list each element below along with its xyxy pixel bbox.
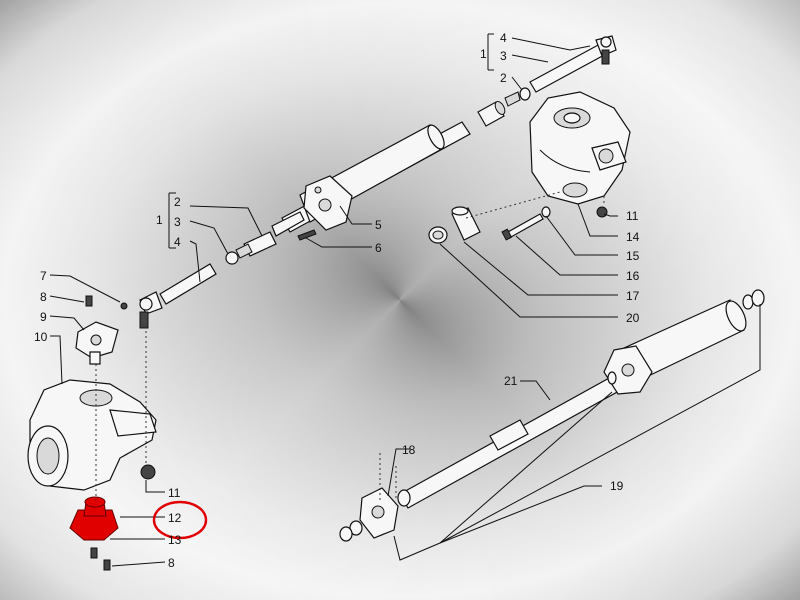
label-11b: 11 xyxy=(168,486,181,500)
label-17: 17 xyxy=(626,289,640,303)
label-top-2: 2 xyxy=(500,71,507,85)
label-15: 15 xyxy=(626,249,640,263)
alignment-dashes xyxy=(95,191,605,500)
label-top-4: 4 xyxy=(500,31,507,45)
label-left-4: 4 xyxy=(174,235,181,249)
label-13: 13 xyxy=(168,533,182,547)
bolt-and-washer[interactable] xyxy=(501,206,551,241)
label-16: 16 xyxy=(626,269,640,283)
left-steering-knuckle[interactable] xyxy=(27,295,157,491)
label-7: 7 xyxy=(40,269,47,283)
left-tie-rod[interactable] xyxy=(120,229,317,329)
label-20: 20 xyxy=(626,311,640,325)
label-18: 18 xyxy=(402,443,416,457)
label-11a: 11 xyxy=(626,209,639,223)
label-10: 10 xyxy=(34,330,48,344)
label-top-1: 1 xyxy=(480,47,487,61)
label-5: 5 xyxy=(375,218,382,232)
label-12: 12 xyxy=(168,511,182,525)
label-9: 9 xyxy=(40,310,47,324)
top-tie-rod[interactable] xyxy=(504,35,617,107)
bushing-and-ring[interactable] xyxy=(428,206,481,244)
label-8a: 8 xyxy=(40,290,47,304)
label-6: 6 xyxy=(375,241,382,255)
label-21: 21 xyxy=(504,374,518,388)
label-8b: 8 xyxy=(168,556,175,570)
label-left-3: 3 xyxy=(174,215,181,229)
label-14: 14 xyxy=(626,230,640,244)
highlight-circle xyxy=(152,500,208,540)
label-top-3: 3 xyxy=(500,49,507,63)
label-19: 19 xyxy=(610,479,624,493)
highlighted-part-12[interactable] xyxy=(69,496,119,571)
leader-lines xyxy=(49,33,761,567)
part-number-labels: 1 4 3 2 1 2 3 4 5 6 7 8 9 10 11 12 13 8 … xyxy=(34,31,640,570)
label-left-1: 1 xyxy=(156,213,163,227)
lower-steering-cylinder[interactable] xyxy=(339,289,765,542)
steering-cylinder-assembly[interactable] xyxy=(271,100,507,237)
label-left-2: 2 xyxy=(174,195,181,209)
right-steering-knuckle[interactable] xyxy=(529,91,631,218)
